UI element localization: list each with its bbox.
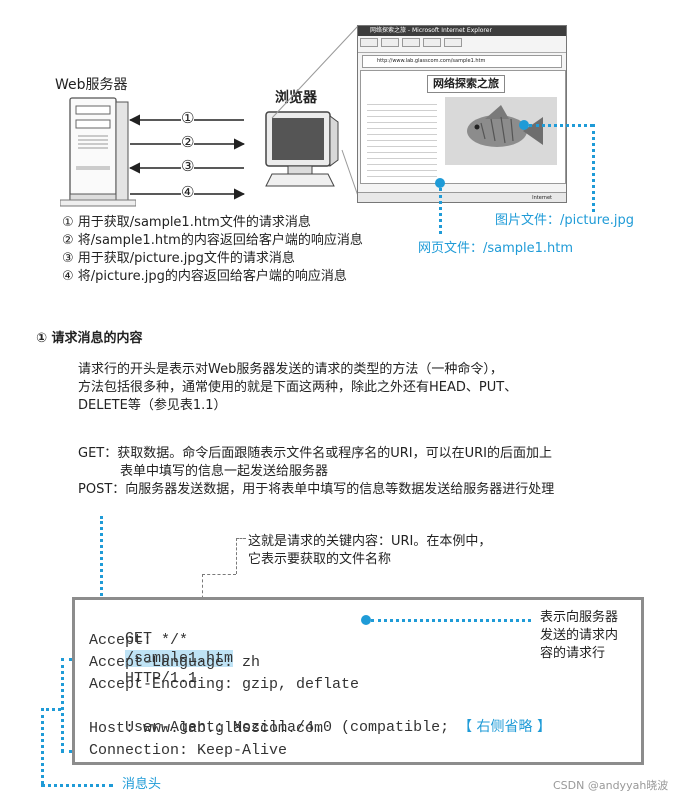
watermark: CSDN @andyyah晓波 bbox=[553, 777, 668, 795]
header-label-line-h bbox=[41, 784, 113, 787]
browser-address-bar[interactable]: http://www.lab.glasscom.com/sample1.htm bbox=[362, 55, 562, 68]
section-para-3: DELETE等（参见表1.1） bbox=[78, 397, 227, 415]
header-bracket-bottom bbox=[61, 750, 72, 753]
uri-note-connector-h2 bbox=[202, 574, 236, 575]
page-file-line-v bbox=[439, 188, 442, 234]
section-para-2: 方法包括很多种，通常使用的就是下面这两种，除此之外还有HEAD、PUT、 bbox=[78, 379, 517, 397]
arrow-label-3: ③ bbox=[181, 157, 194, 175]
header-bracket-v bbox=[61, 658, 64, 752]
uri-note-2: 它表示要获取的文件名称 bbox=[248, 551, 391, 569]
request-line-note-1: 表示向服务器 bbox=[540, 609, 618, 627]
legend-item-4: ④ 将/picture.jpg的内容返回给客户端的响应消息 bbox=[62, 268, 347, 286]
header-accept: Accept: */* bbox=[89, 631, 188, 651]
request-line-note-2: 发送的请求内 bbox=[540, 627, 618, 645]
page-file-dot bbox=[435, 178, 445, 188]
request-line-dot bbox=[361, 615, 371, 625]
header-label: 消息头 bbox=[122, 776, 161, 794]
uri-note-1: 这就是请求的关键内容：URI。在本例中， bbox=[248, 533, 491, 551]
get-desc-2: 表单中填写的信息一起发送给服务器 bbox=[120, 463, 328, 481]
get-desc-1: GET：获取数据。命令后面跟随表示文件名或程序名的URI，可以在URI的后面加上 bbox=[78, 445, 552, 463]
image-file-line-h bbox=[529, 124, 593, 127]
arrow-label-2: ② bbox=[181, 133, 194, 151]
header-label-line-v bbox=[41, 708, 44, 784]
legend-item-3: ③ 用于获取/picture.jpg文件的请求消息 bbox=[62, 250, 295, 268]
legend-item-1: ① 用于获取/sample1.htm文件的请求消息 bbox=[62, 214, 311, 232]
web-server-icon bbox=[60, 96, 136, 208]
browser-toolbar bbox=[358, 36, 566, 53]
image-file-label: 图片文件：/picture.jpg bbox=[495, 212, 634, 230]
browser-window: 网络探索之旅 - Microsoft Internet Explorer htt… bbox=[357, 25, 567, 203]
browser-page: 网络探索之旅 bbox=[360, 70, 566, 184]
header-connection: Connection: Keep-Alive bbox=[89, 741, 287, 761]
legend-item-2: ② 将/sample1.htm的内容返回给客户端的响应消息 bbox=[62, 232, 363, 250]
arrow-label-4: ④ bbox=[181, 183, 194, 201]
omitted-note: 【 右侧省略 】 bbox=[458, 719, 551, 735]
page-title: 网络探索之旅 bbox=[427, 75, 505, 93]
section-para-1: 请求行的开头是表示对Web服务器发送的请求的类型的方法（一种命令）， bbox=[78, 361, 503, 379]
image-file-line-v bbox=[592, 124, 595, 212]
uri-note-connector-v bbox=[236, 538, 237, 574]
get-connector-line bbox=[100, 516, 103, 596]
server-label: Web服务器 bbox=[55, 76, 128, 94]
section-heading: ① 请求消息的内容 bbox=[36, 330, 143, 348]
arrow-label-1: ① bbox=[181, 109, 194, 127]
request-line-connector bbox=[371, 619, 531, 622]
header-accept-language: Accept-Language: zh bbox=[89, 653, 260, 673]
header-accept-encoding: Accept-Encoding: gzip, deflate bbox=[89, 675, 359, 695]
page-file-label: 网页文件：/sample1.htm bbox=[418, 240, 573, 258]
header-host: Host: www.lab.glasscom.com bbox=[89, 719, 323, 739]
image-file-dot bbox=[519, 120, 529, 130]
header-label-line-top bbox=[41, 708, 61, 711]
post-desc: POST：向服务器发送数据，用于将表单中填写的信息等数据发送给服务器进行处理 bbox=[78, 481, 554, 499]
browser-statusbar: Internet bbox=[358, 192, 566, 202]
browser-titlebar: 网络探索之旅 - Microsoft Internet Explorer bbox=[358, 26, 566, 36]
uri-note-connector-h bbox=[236, 538, 246, 539]
zoom-projection-lines bbox=[270, 20, 370, 200]
page-text-block bbox=[367, 99, 437, 177]
header-bracket-top bbox=[61, 658, 72, 661]
page-fish-image bbox=[445, 97, 557, 165]
request-line-note-3: 容的请求行 bbox=[540, 645, 605, 663]
